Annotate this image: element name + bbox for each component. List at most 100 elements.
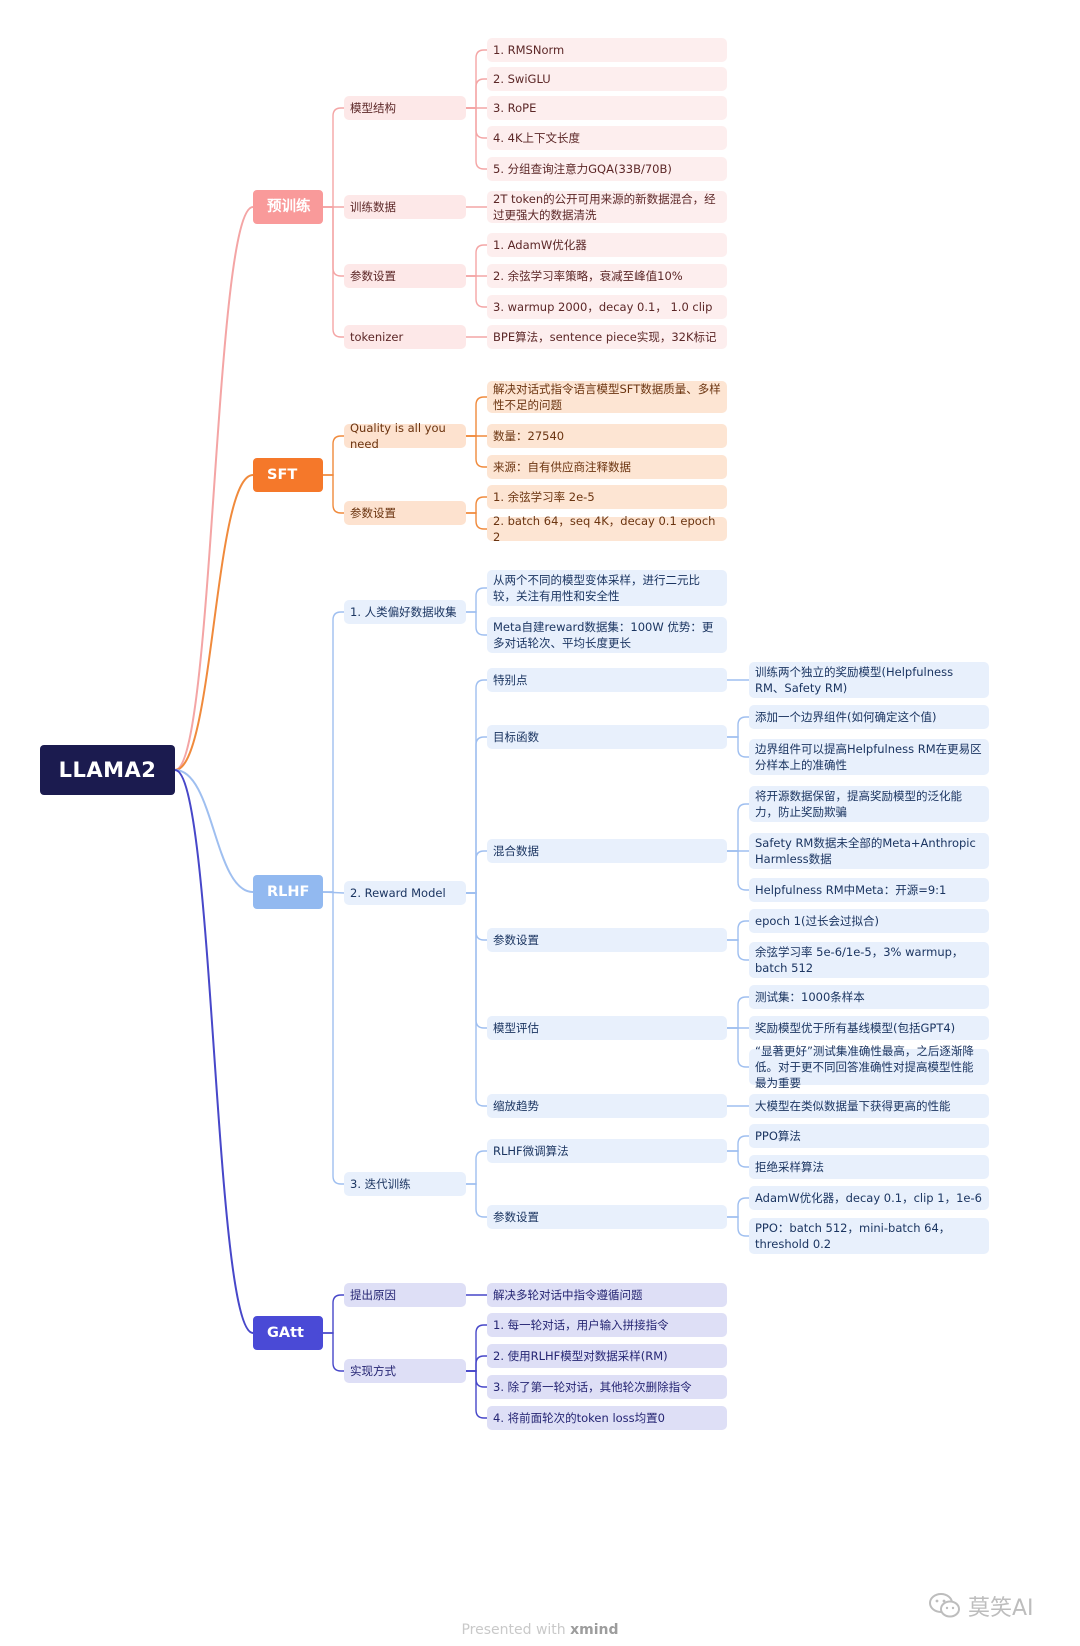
leaf-node-sft-0-0[interactable]: 解决对话式指令语言模型SFT数据质量、多样性不足的问题 bbox=[487, 381, 727, 413]
leaf-line-pretrain-0-1 bbox=[466, 78, 487, 109]
sub-node-sft-quality-is-all-you-need[interactable]: Quality is all you need bbox=[344, 421, 466, 451]
sub-line-gatt-1 bbox=[323, 1332, 344, 1372]
l3-line-rlhf-1-3 bbox=[466, 892, 487, 941]
l4-node-rlhf-2-1-0[interactable]: AdamW优化器，decay 0.1，clip 1，1e-6 bbox=[749, 1186, 989, 1210]
main-node-rlhf[interactable]: RLHF bbox=[253, 875, 323, 909]
leaf-line-rlhf-0-0 bbox=[466, 587, 487, 613]
presented-with-footer: Presented with xmind bbox=[0, 1622, 1080, 1638]
l4-line-rlhf-2-0-1 bbox=[727, 1150, 749, 1168]
l4-node-rlhf-2-0-0[interactable]: PPO算法 bbox=[749, 1124, 989, 1148]
leaf-line-sft-0-0 bbox=[466, 396, 487, 437]
sub-node-gatt-item[interactable]: 实现方式 bbox=[344, 1359, 466, 1383]
sub-line-pretrain-2 bbox=[323, 206, 344, 277]
leaf-node-pretrain-2-1[interactable]: 2. 余弦学习率策略，衰减至峰值10% bbox=[487, 264, 727, 288]
leaf-line-pretrain-2-0 bbox=[466, 244, 487, 277]
l4-node-rlhf-1-5-0[interactable]: 大模型在类似数据量下获得更高的性能 bbox=[749, 1094, 989, 1118]
sub-node-pretrain-item[interactable]: 参数设置 bbox=[344, 264, 466, 288]
leaf-node-pretrain-3-0[interactable]: BPE算法，sentence piece实现，32K标记 bbox=[487, 325, 727, 349]
l3-line-rlhf-1-5 bbox=[466, 892, 487, 1107]
leaf-node-gatt-1-0[interactable]: 1. 每一轮对话，用户输入拼接指令 bbox=[487, 1313, 727, 1337]
l3-line-rlhf-1-4 bbox=[466, 892, 487, 1029]
l4-node-rlhf-1-3-0[interactable]: epoch 1(过长会过拟合) bbox=[749, 909, 989, 933]
sub-node-sft-item[interactable]: 参数设置 bbox=[344, 501, 466, 525]
l3-node-rlhf-1-5[interactable]: 缩放趋势 bbox=[487, 1094, 727, 1118]
l4-node-rlhf-2-1-1[interactable]: PPO：batch 512，mini-batch 64，threshold 0.… bbox=[749, 1218, 989, 1254]
leaf-node-pretrain-0-1[interactable]: 2. SwiGLU bbox=[487, 67, 727, 91]
l4-line-rlhf-1-3-0 bbox=[727, 920, 749, 941]
sub-line-rlhf-2 bbox=[323, 891, 344, 1185]
l4-node-rlhf-1-1-0[interactable]: 添加一个边界组件(如何确定这个值) bbox=[749, 705, 989, 729]
l4-node-rlhf-1-3-1[interactable]: 余弦学习率 5e-6/1e-5，3% warmup，batch 512 bbox=[749, 942, 989, 978]
l4-line-rlhf-2-0-0 bbox=[727, 1135, 749, 1152]
sub-node-pretrain-item[interactable]: 模型结构 bbox=[344, 96, 466, 120]
xmind-brand: xmind bbox=[570, 1622, 619, 1638]
l4-node-rlhf-1-4-1[interactable]: 奖励模型优于所有基线模型(包括GPT4) bbox=[749, 1016, 989, 1040]
branch-line-pretrain bbox=[174, 206, 254, 771]
l3-line-rlhf-1-2 bbox=[466, 850, 487, 894]
sub-node-rlhf-1[interactable]: 1. 人类偏好数据收集 bbox=[344, 600, 466, 624]
main-node-pretrain[interactable]: 预训练 bbox=[253, 190, 323, 224]
l4-node-rlhf-2-0-1[interactable]: 拒绝采样算法 bbox=[749, 1155, 989, 1179]
l4-node-rlhf-1-2-1[interactable]: Safety RM数据未全部的Meta+Anthropic Harmless数据 bbox=[749, 833, 989, 869]
branch-line-rlhf bbox=[174, 769, 254, 893]
watermark: 莫笑AI bbox=[928, 1590, 1034, 1622]
l4-node-rlhf-1-2-0[interactable]: 将开源数据保留，提高奖励模型的泛化能力，防止奖励欺骗 bbox=[749, 786, 989, 822]
leaf-line-sft-1-1 bbox=[466, 512, 487, 530]
l4-line-rlhf-2-1-1 bbox=[727, 1216, 749, 1237]
l3-node-rlhf-2-1[interactable]: 参数设置 bbox=[487, 1205, 727, 1229]
branch-line-gatt bbox=[174, 769, 254, 1334]
leaf-node-pretrain-0-3[interactable]: 4. 4K上下文长度 bbox=[487, 126, 727, 150]
leaf-line-pretrain-0-0 bbox=[466, 49, 487, 109]
sub-line-pretrain-3 bbox=[323, 206, 344, 338]
leaf-line-pretrain-0-4 bbox=[466, 107, 487, 170]
root-node[interactable]: LLAMA2 bbox=[40, 745, 175, 795]
l3-node-rlhf-1-0[interactable]: 特别点 bbox=[487, 668, 727, 692]
leaf-node-pretrain-0-4[interactable]: 5. 分组查询注意力GQA(33B/70B) bbox=[487, 157, 727, 181]
leaf-line-sft-1-0 bbox=[466, 496, 487, 514]
leaf-node-gatt-0-0[interactable]: 解决多轮对话中指令遵循问题 bbox=[487, 1283, 727, 1307]
l4-node-rlhf-1-4-0[interactable]: 测试集：1000条样本 bbox=[749, 985, 989, 1009]
leaf-node-rlhf-0-1[interactable]: Meta自建reward数据集：100W 优势：更多对话轮次、平均长度更长 bbox=[487, 617, 727, 653]
l4-node-rlhf-1-4-2[interactable]: “显著更好”测试集准确性最高，之后逐渐降低。对于更不同回答准确性对提高模型性能最… bbox=[749, 1044, 989, 1090]
leaf-node-sft-1-0[interactable]: 1. 余弦学习率 2e-5 bbox=[487, 485, 727, 509]
leaf-node-gatt-1-1[interactable]: 2. 使用RLHF模型对数据采样(RM) bbox=[487, 1344, 727, 1368]
sub-line-sft-1 bbox=[323, 474, 344, 514]
sub-line-rlhf-0 bbox=[323, 611, 344, 893]
leaf-node-sft-0-2[interactable]: 来源：自有供应商注释数据 bbox=[487, 455, 727, 479]
leaf-node-gatt-1-2[interactable]: 3. 除了第一轮对话，其他轮次删除指令 bbox=[487, 1375, 727, 1399]
leaf-node-pretrain-0-2[interactable]: 3. RoPE bbox=[487, 96, 727, 120]
leaf-node-gatt-1-3[interactable]: 4. 将前面轮次的token loss均置0 bbox=[487, 1406, 727, 1430]
branch-line-sft bbox=[174, 474, 254, 771]
leaf-node-sft-1-1[interactable]: 2. batch 64，seq 4K，decay 0.1 epoch 2 bbox=[487, 514, 727, 544]
leaf-line-pretrain-0-3 bbox=[466, 107, 487, 139]
sub-node-pretrain-item[interactable]: 训练数据 bbox=[344, 195, 466, 219]
l4-node-rlhf-1-1-1[interactable]: 边界组件可以提高Helpfulness RM在更易区分样本上的准确性 bbox=[749, 739, 989, 775]
l4-node-rlhf-1-0-0[interactable]: 训练两个独立的奖励模型(Helpfulness RM、Safety RM) bbox=[749, 662, 989, 698]
leaf-node-pretrain-0-0[interactable]: 1. RMSNorm bbox=[487, 38, 727, 62]
l3-node-rlhf-2-0[interactable]: RLHF微调算法 bbox=[487, 1139, 727, 1163]
l3-node-rlhf-1-2[interactable]: 混合数据 bbox=[487, 839, 727, 863]
l3-node-rlhf-1-1[interactable]: 目标函数 bbox=[487, 725, 727, 749]
sub-node-gatt-item[interactable]: 提出原因 bbox=[344, 1283, 466, 1307]
sub-node-rlhf-3[interactable]: 3. 迭代训练 bbox=[344, 1172, 466, 1196]
l4-line-rlhf-1-3-1 bbox=[727, 939, 749, 961]
main-node-sft[interactable]: SFT bbox=[253, 458, 323, 492]
main-node-gatt[interactable]: GAtt bbox=[253, 1316, 323, 1350]
sub-node-pretrain-tokenizer[interactable]: tokenizer bbox=[344, 325, 466, 349]
sub-line-pretrain-0 bbox=[323, 107, 344, 208]
leaf-node-pretrain-1-0[interactable]: 2T token的公开可用来源的新数据混合，经过更强大的数据清洗 bbox=[487, 191, 727, 223]
l3-node-rlhf-1-4[interactable]: 模型评估 bbox=[487, 1016, 727, 1040]
l3-line-rlhf-1-0 bbox=[466, 679, 487, 894]
l3-line-rlhf-1-1 bbox=[466, 736, 487, 894]
leaf-node-pretrain-2-0[interactable]: 1. AdamW优化器 bbox=[487, 233, 727, 257]
l4-node-rlhf-1-2-2[interactable]: Helpfulness RM中Meta：开源=9:1 bbox=[749, 878, 989, 902]
l4-line-rlhf-1-2-2 bbox=[727, 850, 749, 891]
leaf-node-sft-0-1[interactable]: 数量：27540 bbox=[487, 424, 727, 448]
leaf-node-pretrain-2-2[interactable]: 3. warmup 2000，decay 0.1， 1.0 clip bbox=[487, 295, 727, 319]
leaf-line-gatt-1-2 bbox=[466, 1370, 487, 1388]
l3-node-rlhf-1-3[interactable]: 参数设置 bbox=[487, 928, 727, 952]
leaf-node-rlhf-0-0[interactable]: 从两个不同的模型变体采样，进行二元比较，关注有用性和安全性 bbox=[487, 570, 727, 606]
leaf-line-gatt-1-1 bbox=[466, 1355, 487, 1372]
l4-line-rlhf-2-1-0 bbox=[727, 1197, 749, 1218]
sub-node-rlhf-2-reward-model[interactable]: 2. Reward Model bbox=[344, 881, 466, 905]
